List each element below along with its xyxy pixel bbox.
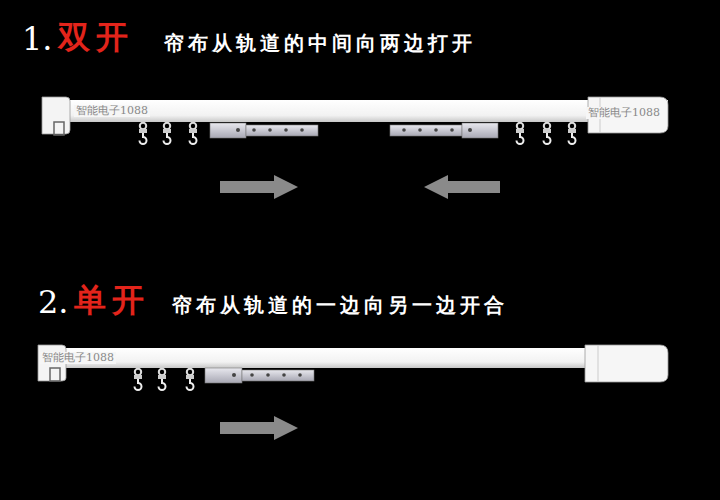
section-number: 1. (22, 22, 53, 57)
watermark: 智能电子1088 (40, 352, 116, 364)
mode-description: 帘布从轨道的中间向两边打开 (164, 32, 476, 54)
single-open-track (38, 345, 668, 390)
direction-arrow (220, 175, 500, 199)
double-open-track (42, 97, 668, 144)
mode-heading: 单开 (74, 283, 150, 318)
mode-description: 帘布从轨道的一边向另一边开合 (172, 294, 508, 316)
mode-heading: 双开 (58, 20, 134, 55)
watermark: 智能电子1088 (586, 107, 662, 119)
watermark: 智能电子1088 (74, 105, 150, 117)
section-number: 2. (38, 285, 69, 320)
direction-arrow (220, 416, 298, 440)
